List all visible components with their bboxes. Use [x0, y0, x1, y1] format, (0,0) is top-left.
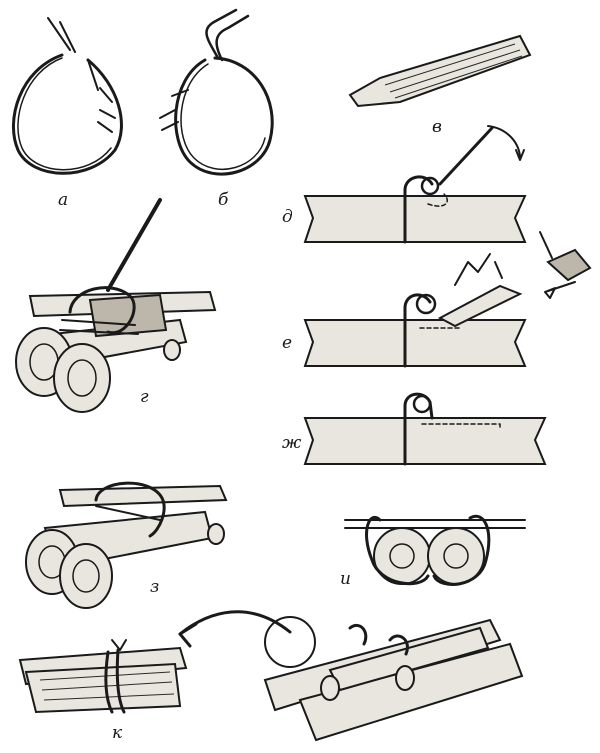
label-v: в [432, 117, 442, 137]
panel-v-wooden-wedge: в [348, 34, 532, 137]
label-k: к [112, 723, 123, 743]
label-z: з [150, 577, 159, 597]
panel-z-logs-tied: з [25, 481, 228, 609]
label-zh: ж [282, 433, 302, 453]
panel-g-logs-lever: г [15, 198, 217, 413]
panel-zh-wedge-fixed: ж [282, 392, 547, 466]
panel-d-lever-twist: д [282, 125, 527, 244]
panel-k-raft-bundle: к [18, 610, 524, 743]
label-e: е [282, 333, 292, 353]
panel-e-wedge-driving: е [282, 231, 592, 368]
panel-b-twisted-ring: б [159, 8, 274, 210]
panel-a-rope-ring: а [11, 17, 123, 210]
label-g: г [140, 387, 149, 407]
label-d: д [282, 207, 293, 227]
label-b: б [218, 190, 229, 210]
label-a: а [58, 190, 68, 210]
panel-i-cross-section: и [340, 514, 526, 589]
detail-circle [264, 616, 316, 668]
label-i: и [340, 569, 351, 589]
